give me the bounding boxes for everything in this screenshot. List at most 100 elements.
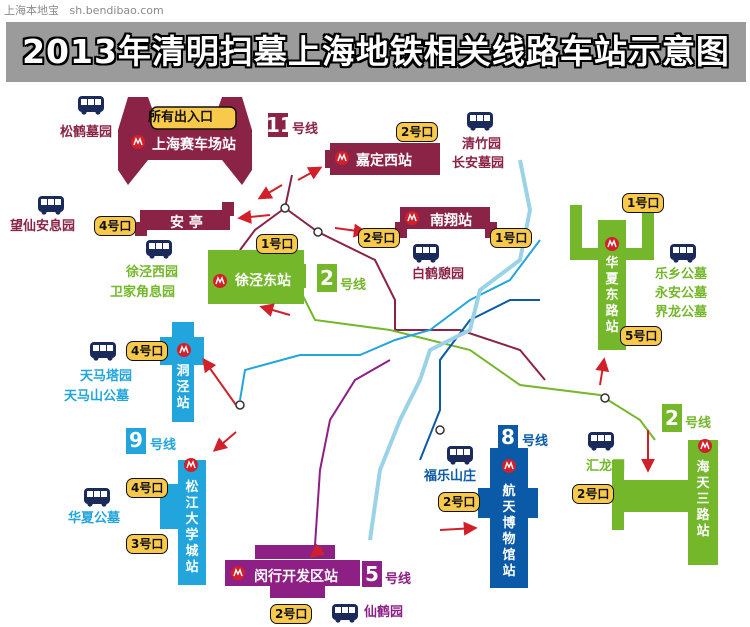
arrow-icon — [202, 357, 237, 406]
line-5-suffix: 号线 — [385, 572, 412, 587]
arrow-icon — [309, 543, 326, 558]
minhang-gate: 2号口 — [270, 604, 313, 624]
bus-icon — [146, 240, 172, 259]
bus-icon — [332, 604, 358, 623]
bus-icon — [413, 244, 439, 263]
line-2-number-box-2 — [662, 404, 682, 432]
hangtian-cemetery: 福乐山庄 — [424, 469, 477, 484]
huaxiadonglu-gate-bottom: 5号口 — [620, 326, 663, 346]
dongjing-cemetery-2: 天马山公墓 — [64, 389, 130, 404]
line-11-track — [283, 174, 546, 381]
jiadingxi-station-name: 嘉定西站 — [356, 153, 412, 169]
jiadingxi-cemetery-2: 长安墓园 — [452, 156, 505, 171]
bus-icon — [78, 96, 104, 115]
nanxiang-gate-right: 1号口 — [490, 228, 533, 248]
bus-icon — [84, 488, 110, 507]
metro-logo-icon — [501, 458, 517, 474]
arrow-icon — [257, 184, 283, 200]
line-11-branch — [239, 207, 286, 251]
bus-icon — [467, 112, 493, 131]
line-8-track — [419, 299, 540, 461]
xujingdong-cemetery-1: 徐泾西园 — [126, 265, 179, 280]
xujingdong-station-name: 徐泾东站 — [235, 273, 291, 289]
dongjing-cemetery-1: 天马塔园 — [80, 369, 133, 384]
songjiang-cemetery: 华夏公墓 — [68, 511, 121, 526]
arrow-icon — [259, 303, 291, 317]
hangtian-gate: 2号口 — [438, 492, 481, 512]
page-title: 2013年清明扫墓上海地铁相关线路车站示意图 — [22, 32, 730, 71]
line-9-track — [239, 239, 541, 401]
bus-icon — [447, 446, 473, 465]
saichechang-cemetery: 松鹤墓园 — [60, 125, 113, 140]
anting-gate: 4号口 — [94, 216, 137, 236]
arrow-icon — [297, 166, 323, 181]
metro-logo-icon — [212, 273, 228, 289]
saichechang-station-block — [118, 97, 252, 185]
metro-logo-icon — [230, 565, 246, 581]
jiadingxi-gate: 2号口 — [396, 122, 439, 142]
line-2-suffix: 号线 — [340, 278, 367, 293]
line-5-number-box — [362, 561, 382, 587]
anting-station-name: 安 亭 — [170, 215, 203, 231]
bus-icon — [38, 196, 64, 215]
huaxiadonglu-cemetery-2: 永安公墓 — [655, 286, 708, 301]
line-2-suffix-2: 号线 — [685, 416, 712, 431]
line-8-number: 8 — [501, 425, 515, 449]
songjiangdaxuecheng-station-block — [160, 460, 206, 585]
arrow-icon — [212, 431, 237, 452]
xujingdong-cemetery-2: 卫家角息园 — [110, 285, 176, 300]
haitiansanlu-gate: 2号口 — [572, 484, 615, 504]
metro-logo-icon — [130, 134, 146, 150]
line-9-number-box — [126, 428, 146, 454]
songjiang-gate-top: 4号口 — [126, 478, 169, 498]
jiadingxi-cemetery-1: 清竹园 — [462, 137, 502, 152]
haitiansanlu-station-block — [612, 440, 718, 565]
minhang-cemetery: 仙鹤园 — [364, 605, 404, 620]
line-2-number-2: 2 — [665, 406, 679, 430]
line-9-number: 9 — [129, 428, 143, 452]
songjiang-station-name: 松江大学城站 — [185, 480, 199, 575]
line-2-number: 2 — [320, 266, 334, 290]
anting-cemetery: 望仙安息园 — [10, 219, 76, 234]
hangtian-station-name: 航天博物馆站 — [502, 484, 516, 579]
metro-logo-icon — [334, 150, 350, 166]
line-11-number: 11 — [266, 113, 294, 137]
bus-icon — [588, 432, 614, 451]
songjiang-gate-bottom: 3号口 — [126, 534, 169, 554]
line-5-track — [314, 359, 391, 546]
arrow-icon — [439, 521, 478, 536]
huaxiadonglu-cemetery-3: 界龙公墓 — [655, 305, 708, 320]
metro-logo-icon — [697, 438, 713, 454]
line-8-number-box — [498, 425, 518, 451]
line-5-number: 5 — [365, 562, 379, 586]
huaxiadonglu-gate-top: 1号口 — [622, 193, 665, 213]
huaxiadonglu-station-name: 华夏东路站 — [605, 256, 619, 335]
nanxiang-cemetery: 白鹤憩园 — [412, 267, 465, 282]
line-11-number-box — [268, 113, 288, 137]
bus-icon — [90, 342, 116, 361]
nanxiang-gate-left: 2号口 — [358, 228, 401, 248]
xujingdong-gate: 1号口 — [256, 234, 299, 254]
arrow-icon — [595, 357, 610, 386]
haitiansanlu-cemetery: 汇龙园 — [586, 459, 626, 474]
line-9-suffix: 号线 — [150, 438, 177, 453]
metro-logo-icon — [183, 457, 199, 473]
title-bar: 2013年清明扫墓上海地铁相关线路车站示意图 — [6, 22, 746, 82]
line-2-track — [299, 289, 656, 441]
haitiansanlu-station-name: 海天三路站 — [696, 460, 710, 539]
metro-logo-icon — [404, 210, 420, 226]
huaxiadonglu-cemetery-1: 乐乡公墓 — [655, 267, 708, 282]
nanxiang-station-name: 南翔站 — [430, 213, 472, 229]
anting-station-block — [135, 202, 234, 236]
arrow-icon — [237, 209, 271, 224]
metro-logo-icon — [176, 342, 192, 358]
line-2-number-box-1 — [317, 264, 337, 292]
saichechang-gate: 所有出入口 — [148, 110, 214, 125]
line-8-suffix: 号线 — [522, 434, 549, 449]
watermark: 上海本地宝 sh.bendibao.com — [4, 4, 164, 17]
saichechang-station-name: 上海赛车场站 — [152, 137, 236, 153]
metro-logo-icon — [604, 236, 620, 252]
line-11-suffix: 号线 — [292, 122, 319, 137]
bus-icon — [670, 244, 696, 263]
